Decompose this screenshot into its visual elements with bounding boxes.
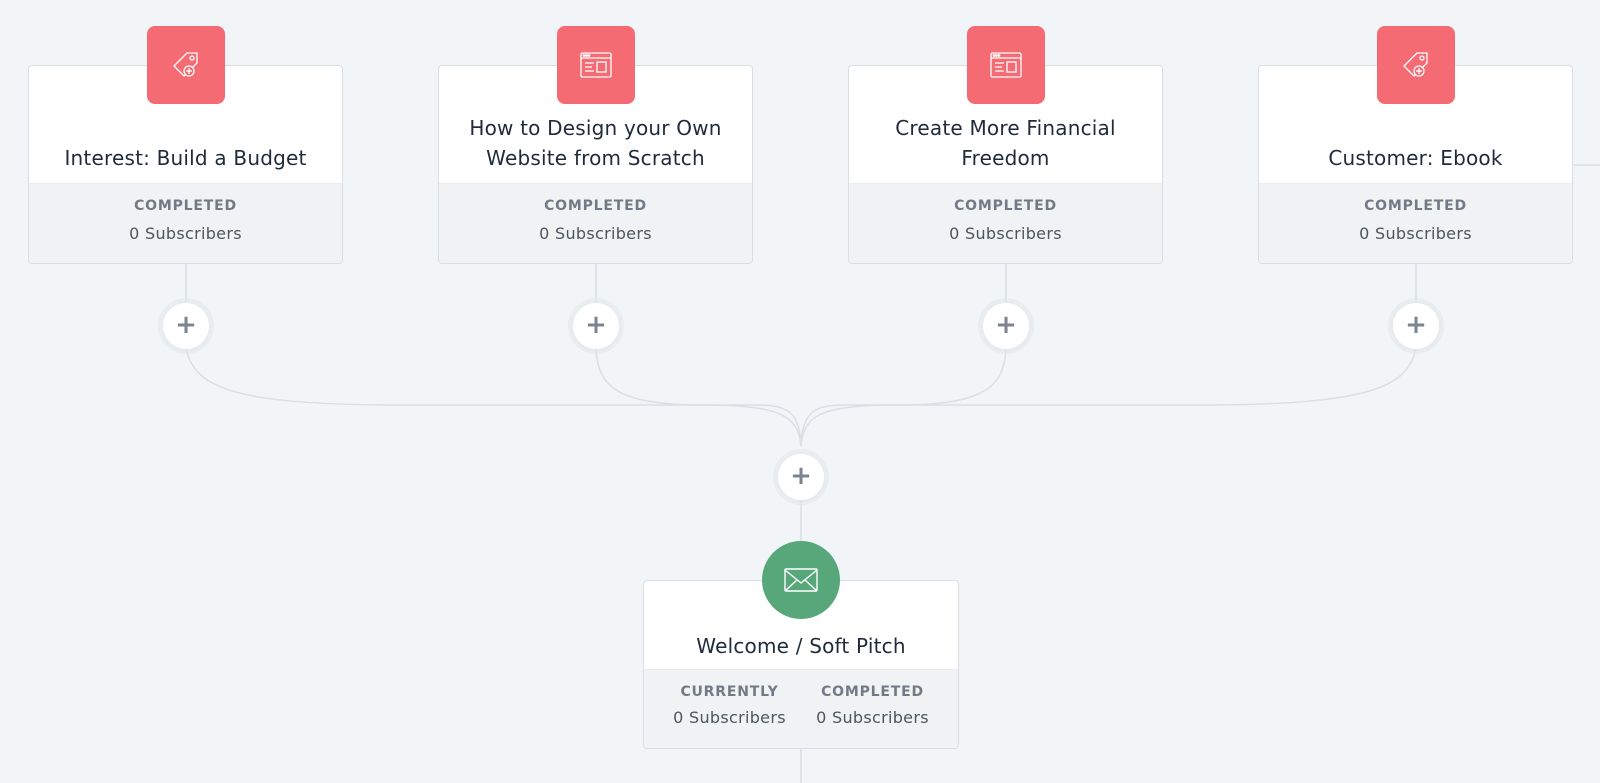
status-label: COMPLETED	[954, 198, 1057, 214]
add-step-button[interactable]: +	[573, 303, 619, 349]
plus-icon: +	[995, 310, 1017, 340]
trigger-card-interest-build-a-budget[interactable]: Interest: Build a Budget COMPLETED 0 Sub…	[28, 65, 343, 264]
add-step-button-merge[interactable]: +	[778, 454, 824, 500]
status-label: COMPLETED	[134, 198, 237, 214]
trigger-card-customer-ebook[interactable]: Customer: Ebook COMPLETED 0 Subscribers	[1258, 65, 1573, 264]
plus-icon: +	[175, 310, 197, 340]
trigger-stats: COMPLETED 0 Subscribers	[1259, 183, 1572, 263]
add-step-button[interactable]: +	[983, 303, 1029, 349]
trigger-title: How to Design your Own Website from Scra…	[469, 116, 722, 170]
trigger-card-design-website[interactable]: How to Design your Own Website from Scra…	[438, 65, 753, 264]
plus-icon: +	[585, 310, 607, 340]
plus-icon: +	[790, 461, 812, 491]
completed-count: 0 Subscribers	[816, 708, 929, 727]
tag-add-icon	[1377, 26, 1455, 104]
envelope-icon	[762, 541, 840, 619]
add-step-button[interactable]: +	[1393, 303, 1439, 349]
trigger-title: Interest: Build a Budget	[64, 146, 307, 170]
subscriber-count: 0 Subscribers	[539, 224, 652, 243]
trigger-stats: COMPLETED 0 Subscribers	[29, 183, 342, 263]
subscriber-count: 0 Subscribers	[1359, 224, 1472, 243]
currently-count: 0 Subscribers	[673, 708, 786, 727]
trigger-title: Customer: Ebook	[1328, 146, 1503, 170]
trigger-title: Create More Financial Freedom	[895, 116, 1116, 170]
subscriber-count: 0 Subscribers	[949, 224, 1062, 243]
subscriber-count: 0 Subscribers	[129, 224, 242, 243]
plus-icon: +	[1405, 310, 1427, 340]
trigger-stats: COMPLETED 0 Subscribers	[849, 183, 1162, 263]
sequence-title: Welcome / Soft Pitch	[696, 634, 906, 658]
tag-add-icon	[147, 26, 225, 104]
landing-page-icon	[557, 26, 635, 104]
currently-label: CURRENTLY	[680, 684, 779, 700]
completed-label: COMPLETED	[821, 684, 924, 700]
status-label: COMPLETED	[1364, 198, 1467, 214]
landing-page-icon	[967, 26, 1045, 104]
trigger-stats: COMPLETED 0 Subscribers	[439, 183, 752, 263]
add-step-button[interactable]: +	[163, 303, 209, 349]
status-label: COMPLETED	[544, 198, 647, 214]
sequence-stats: CURRENTLY 0 Subscribers COMPLETED 0 Subs…	[644, 669, 958, 748]
